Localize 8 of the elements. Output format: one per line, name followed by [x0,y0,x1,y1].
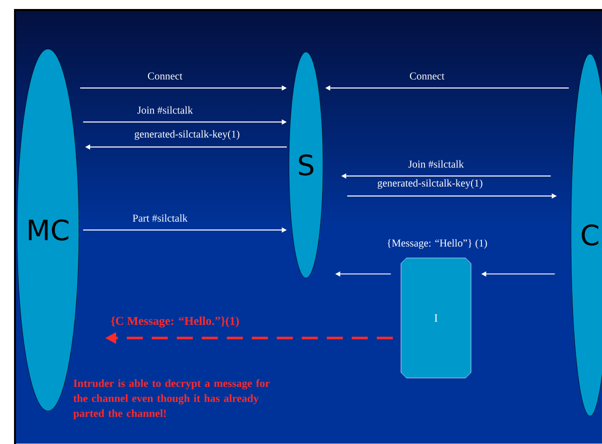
edge-label: Connect [148,72,182,80]
edge-label: Join #silctalk [408,160,464,168]
edge-label: generated-silctalk-key(1) [134,130,240,140]
edge-label: Join #silctalk [137,106,193,114]
edge-label: generated-silctalk-key(1) [378,179,482,189]
edge-label: Connect [410,72,444,80]
edge-label: {C Message: “Hello.”}(1) [111,316,239,328]
edge-label: Part #silctalk [132,214,188,222]
